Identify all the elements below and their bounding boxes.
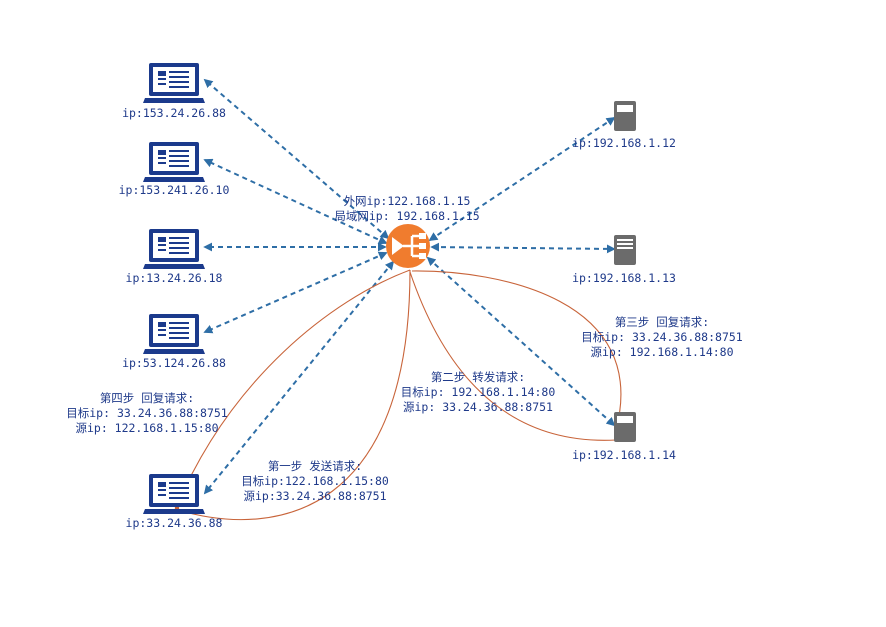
flow-step-3 xyxy=(411,270,622,431)
step-1-annotation: 第一步 发送请求: 目标ip:122.168.1.15:80 源ip:33.24… xyxy=(241,459,389,503)
flow-step-2 xyxy=(409,271,617,441)
step-2-target: 目标ip: 192.168.1.14:80 xyxy=(401,385,556,399)
client-3-label: ip:13.24.26.18 xyxy=(126,271,223,285)
connection-client-5 xyxy=(203,260,395,495)
client-1-label: ip:153.24.26.88 xyxy=(122,106,226,120)
gateway-wan-label: 外网ip:122.168.1.15 xyxy=(344,194,471,208)
connection-client-4 xyxy=(203,251,388,334)
step-2-annotation: 第二步 转发请求: 目标ip: 192.168.1.14:80 源ip: 33.… xyxy=(401,370,556,414)
clients xyxy=(143,63,205,514)
laptop-icon xyxy=(143,314,205,354)
connection-server-3 xyxy=(426,256,616,427)
step-4-title: 第四步 回复请求: xyxy=(100,391,194,405)
client-2-label: ip:153.241.26.10 xyxy=(119,183,230,197)
server-1-label: ip:192.168.1.12 xyxy=(572,136,676,150)
labels: ip:153.24.26.88 ip:153.241.26.10 ip:13.2… xyxy=(66,106,743,530)
client-5-label: ip:33.24.36.88 xyxy=(126,516,223,530)
server-1[interactable] xyxy=(614,101,636,131)
server-icon xyxy=(614,235,636,265)
server-3-label: ip:192.168.1.14 xyxy=(572,448,676,462)
server-2[interactable] xyxy=(614,235,636,265)
client-5[interactable] xyxy=(143,474,205,514)
flow-step-1 xyxy=(177,269,411,521)
gateway-lan-label: 局域网ip: 192.168.1.15 xyxy=(334,209,479,223)
connection-server-2 xyxy=(430,242,616,254)
connection-server-1 xyxy=(428,117,616,241)
flow-step-4 xyxy=(175,269,411,509)
client-2[interactable] xyxy=(143,142,205,182)
step-1-title: 第一步 发送请求: xyxy=(268,459,362,473)
step-2-title: 第二步 转发请求: xyxy=(431,370,525,384)
laptop-icon xyxy=(143,142,205,182)
step-4-target: 目标ip: 33.24.36.88:8751 xyxy=(66,406,228,420)
step-3-title: 第三步 回复请求: xyxy=(615,315,709,329)
step-4-annotation: 第四步 回复请求: 目标ip: 33.24.36.88:8751 源ip: 12… xyxy=(66,391,228,435)
connections xyxy=(203,78,616,495)
client-4[interactable] xyxy=(143,314,205,354)
client-4-label: ip:53.124.26.88 xyxy=(122,356,226,370)
connection-client-2 xyxy=(203,158,388,245)
gateway[interactable] xyxy=(386,224,430,268)
step-3-source: 源ip: 192.168.1.14:80 xyxy=(590,345,733,359)
server-icon xyxy=(614,101,636,131)
client-1[interactable] xyxy=(143,63,205,103)
flow-curves xyxy=(174,269,622,521)
step-3-annotation: 第三步 回复请求: 目标ip: 33.24.36.88:8751 源ip: 19… xyxy=(581,315,743,359)
laptop-icon xyxy=(143,474,205,514)
step-1-source: 源ip:33.24.36.88:8751 xyxy=(243,489,386,503)
server-3[interactable] xyxy=(614,412,636,442)
laptop-icon xyxy=(143,229,205,269)
server-2-label: ip:192.168.1.13 xyxy=(572,271,676,285)
server-icon xyxy=(614,412,636,442)
step-1-target: 目标ip:122.168.1.15:80 xyxy=(241,474,389,488)
step-3-target: 目标ip: 33.24.36.88:8751 xyxy=(581,330,743,344)
step-4-source: 源ip: 122.168.1.15:80 xyxy=(75,421,218,435)
step-2-source: 源ip: 33.24.36.88:8751 xyxy=(403,400,553,414)
laptop-icon xyxy=(143,63,205,103)
servers xyxy=(614,101,636,442)
client-3[interactable] xyxy=(143,229,205,269)
load-balancer-icon xyxy=(392,233,426,259)
